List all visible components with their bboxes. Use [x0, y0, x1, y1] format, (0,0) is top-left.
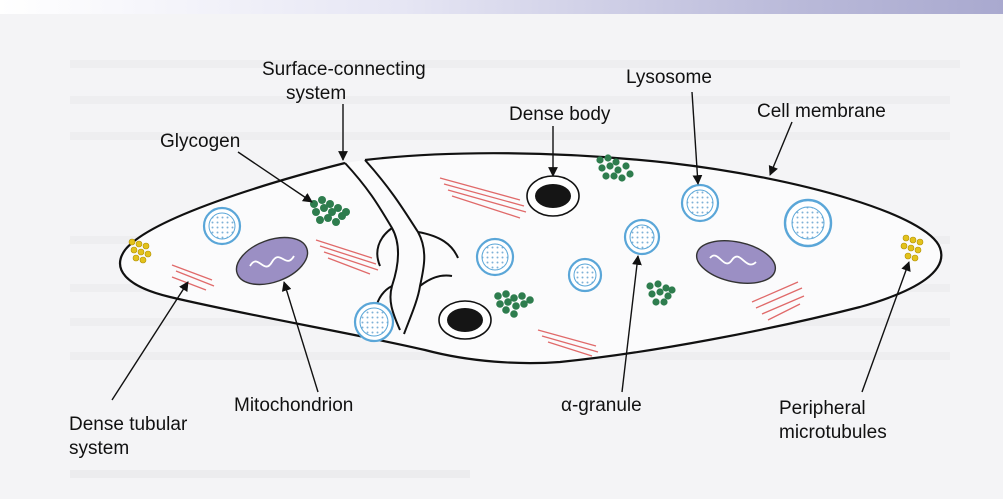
dense-body: [527, 176, 579, 216]
label-dense-body: Dense body: [509, 104, 611, 125]
label-lysosome: Lysosome: [626, 67, 712, 88]
label-dense-tubular-line1: Dense tubular: [69, 414, 188, 435]
label-surface-connecting-line1: Surface-connecting: [262, 59, 426, 80]
dense-body: [439, 301, 491, 339]
alpha-granule: [785, 200, 831, 246]
label-mitochondrion: Mitochondrion: [234, 395, 353, 416]
alpha-granule: [625, 220, 659, 254]
label-peripheral-line2: microtubules: [779, 422, 887, 443]
label-peripheral-line1: Peripheral: [779, 398, 866, 419]
label-cell-membrane: Cell membrane: [757, 101, 886, 122]
alpha-granule: [477, 239, 513, 275]
arrow-cell-membrane: [770, 122, 792, 175]
arrow-dense-tubular: [112, 282, 188, 400]
label-alpha-granule: α-granule: [561, 395, 642, 416]
label-glycogen: Glycogen: [160, 131, 240, 152]
label-dense-tubular-line2: system: [69, 438, 129, 459]
alpha-granule: [204, 208, 240, 244]
lysosome: [682, 185, 718, 221]
label-surface-connecting-line2: system: [286, 83, 346, 104]
alpha-granule: [569, 259, 601, 291]
alpha-granule: [355, 303, 393, 341]
